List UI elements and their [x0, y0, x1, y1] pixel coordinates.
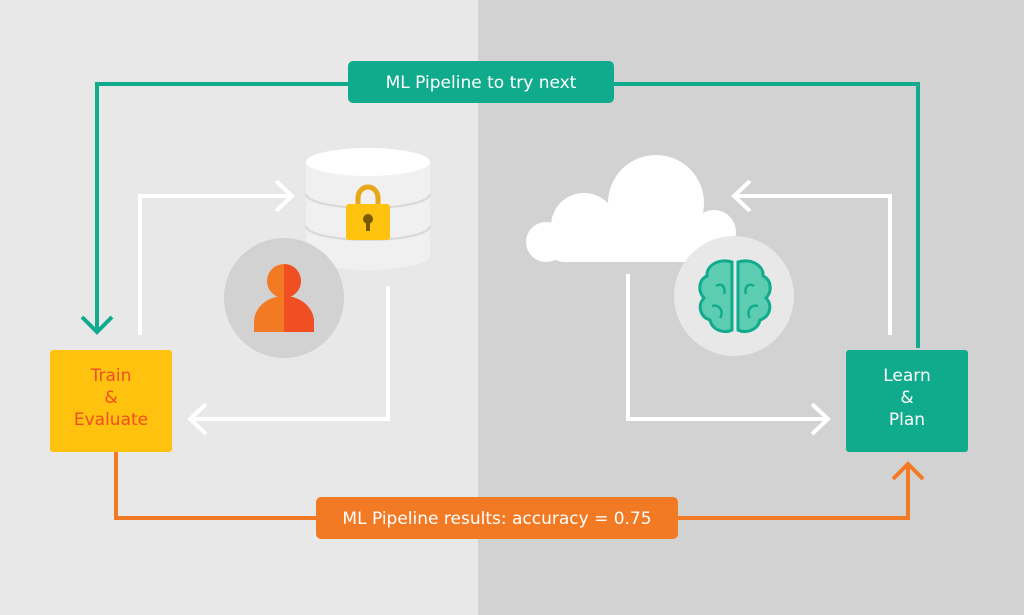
top-label-text: ML Pipeline to try next — [386, 73, 577, 93]
train-evaluate-line-1: Train — [90, 366, 132, 386]
user-icon — [224, 238, 344, 358]
teal-connector — [80, 82, 920, 348]
database-lock-icon — [305, 148, 431, 270]
white-arrows-right — [626, 179, 892, 436]
bottom-label-pill: ML Pipeline results: accuracy = 0.75 — [316, 497, 678, 539]
bottom-label-text: ML Pipeline results: accuracy = 0.75 — [342, 509, 651, 529]
train-evaluate-line-2: & — [104, 388, 117, 408]
brain-icon — [674, 236, 794, 356]
learn-plan-box: Learn & Plan — [846, 350, 968, 452]
top-label-pill: ML Pipeline to try next — [348, 61, 614, 103]
orange-connector — [114, 452, 925, 520]
learn-plan-line-1: Learn — [883, 366, 931, 386]
train-evaluate-line-3: Evaluate — [74, 410, 148, 430]
learn-plan-line-3: Plan — [889, 410, 925, 430]
train-evaluate-box: Train & Evaluate — [50, 350, 172, 452]
cloud-icon — [526, 155, 736, 262]
white-arrows-left — [138, 179, 390, 436]
learn-plan-line-2: & — [900, 388, 913, 408]
